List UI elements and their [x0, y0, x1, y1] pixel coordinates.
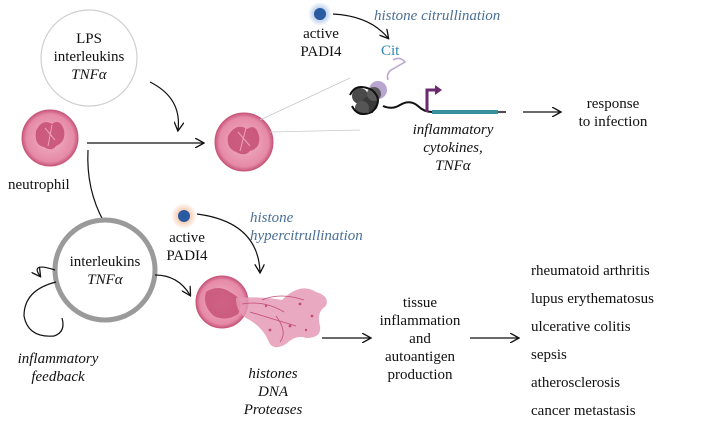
padi4-enzyme-icon [314, 8, 326, 20]
stimulus-lps: LPS [76, 31, 102, 47]
activated-neutrophil-cell [214, 112, 274, 172]
netosis-cell [195, 275, 327, 348]
stimulus-circle [40, 9, 138, 107]
disease-item: lupus erythematosus [531, 291, 654, 307]
arrow-stimulus [149, 81, 178, 130]
cit-label: Cit [381, 43, 400, 59]
tissue-line3: and [409, 331, 431, 347]
nucleosome-icon [349, 57, 407, 115]
histone-citrullination-label: histone citrullination [374, 8, 501, 24]
stimulus-interleukins: interleukins [53, 49, 125, 65]
feedback-interleukins: interleukins [69, 254, 141, 270]
feedback-loop-arrow [23, 281, 64, 337]
cytokine-line2: cytokines, [423, 140, 483, 156]
disease-item: cancer metastasis [531, 403, 636, 419]
top-padi-name: PADI4 [300, 44, 342, 60]
neutrophil-label: neutrophil [8, 177, 70, 193]
promoter-arrow [425, 88, 436, 112]
feedback-label-line2: feedback [31, 369, 85, 385]
net-proteases: Proteases [243, 402, 303, 418]
hypercitrullination-line2: hypercitrullination [250, 228, 363, 244]
bottom-padi-name: PADI4 [166, 248, 208, 264]
disease-item: ulcerative colitis [531, 319, 631, 335]
hypercitrullination-line1: histone [250, 210, 294, 226]
arrow-citrullination [332, 13, 388, 38]
top-padi-active: active [303, 26, 339, 42]
tissue-line1: tissue [402, 295, 438, 311]
disease-item: sepsis [531, 347, 567, 363]
net-dna: DNA [258, 384, 288, 400]
net-histones: histones [248, 366, 298, 382]
arrow-to-net [154, 274, 190, 295]
tissue-line5: production [387, 367, 453, 383]
disease-item: atherosclerosis [531, 375, 621, 391]
feedback-label-line1: inflammatory [17, 351, 99, 367]
feedback-tnf: TNFα [87, 272, 123, 288]
padi4-enzyme-icon-hyper [178, 210, 190, 222]
response-line1: response [586, 96, 640, 112]
disease-item: rheumatoid arthritis [531, 263, 650, 279]
connector-feedback [87, 149, 105, 223]
arrow-hypercitrullination [196, 213, 260, 272]
tissue-line2: inflammation [379, 313, 461, 329]
cytokine-line1: inflammatory [412, 122, 494, 138]
cytokine-line3: TNFα [435, 158, 471, 174]
response-line2: to infection [578, 114, 648, 130]
stimulus-tnf: TNFα [71, 67, 107, 83]
dna-strand [382, 101, 433, 113]
neutrophil-cell [21, 109, 79, 167]
tissue-line4: autoantigen [385, 349, 455, 365]
bottom-padi-active: active [169, 230, 205, 246]
